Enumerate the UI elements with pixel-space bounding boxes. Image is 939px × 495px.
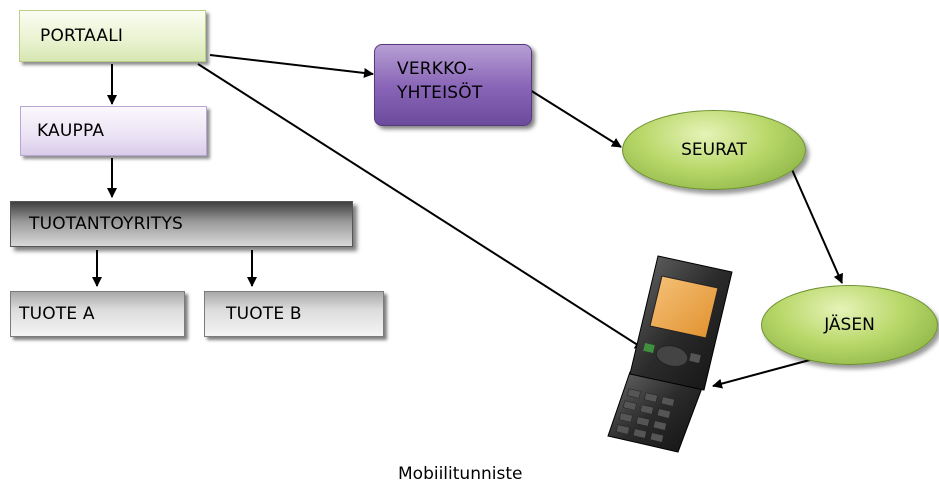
node-tuote-a-label: TUOTE A xyxy=(19,304,95,324)
node-tuotantoyritys-label: TUOTANTOYRITYS xyxy=(29,214,184,234)
node-seurat-label: SEURAT xyxy=(681,140,747,160)
node-tuote-a: TUOTE A xyxy=(10,291,185,337)
node-portaali: PORTAALI xyxy=(19,10,206,62)
node-kauppa: KAUPPA xyxy=(20,106,207,156)
arrow-verkkoyhteisot-seurat xyxy=(529,89,622,148)
node-jasen: JÄSEN xyxy=(761,285,938,365)
node-seurat: SEURAT xyxy=(622,110,806,190)
node-kauppa-label: KAUPPA xyxy=(37,121,105,141)
arrow-portaali-mobiili xyxy=(197,63,645,350)
node-verkkoyhteisot-line2: YHTEISÖT xyxy=(397,83,483,103)
node-verkkoyhteisot: VERKKO- YHTEISÖT xyxy=(374,44,532,126)
node-tuote-b-label: TUOTE B xyxy=(226,304,302,324)
node-jasen-label: JÄSEN xyxy=(824,315,875,335)
phone-caption: Mobiilitunniste xyxy=(398,464,523,484)
arrow-seurat-jasen xyxy=(789,164,843,284)
node-tuotantoyritys: TUOTANTOYRITYS xyxy=(10,201,353,247)
node-tuote-b: TUOTE B xyxy=(204,291,384,337)
arrow-portaali-verkkoyhteisot xyxy=(209,54,374,78)
node-portaali-label: PORTAALI xyxy=(40,26,124,46)
node-verkkoyhteisot-line1: VERKKO- xyxy=(397,59,474,79)
mobile-phone-image xyxy=(607,255,733,453)
